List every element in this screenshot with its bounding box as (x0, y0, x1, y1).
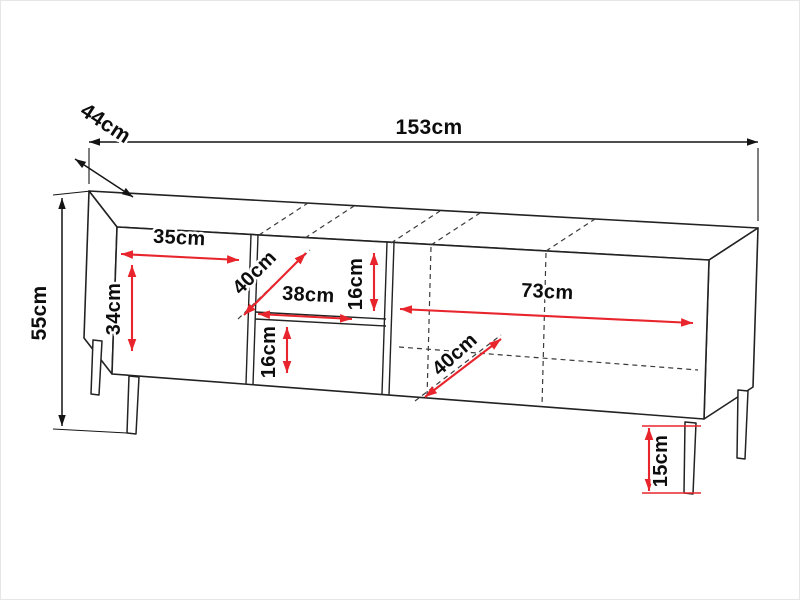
dimension-total-width: 153cm (88, 114, 759, 221)
dim-label-middle-lower-height: 16cm (258, 326, 280, 378)
dimension-middle-lower-height: 16cm (256, 323, 292, 381)
dimension-left-width: 35cm (120, 223, 240, 264)
leg-right-back (736, 389, 749, 460)
leg-right-front (683, 421, 697, 495)
dimension-middle-width: 38cm (257, 280, 353, 323)
dim-label-left-height: 34cm (103, 283, 125, 335)
dimension-middle-upper-height: 16cm (343, 253, 379, 313)
legs (90, 339, 749, 495)
dim-label-middle-upper-height: 16cm (345, 258, 367, 310)
dim-label-right-width: 73cm (521, 280, 574, 304)
dimension-leg-height: 15cm (642, 425, 701, 494)
leg-left-back (90, 339, 103, 396)
dimension-right-width: 73cm (399, 277, 694, 327)
dim-label-body-height: 55cm (28, 286, 51, 341)
front-face (111, 226, 710, 420)
dim-label-left-width: 35cm (153, 226, 206, 251)
dim-label-middle-width: 38cm (282, 283, 335, 308)
dimension-total-depth: 44cm (74, 96, 137, 198)
leg-left-front (126, 375, 140, 435)
dim-label-total-width: 153cm (396, 116, 463, 139)
dim-label-total-depth: 44cm (76, 99, 135, 148)
dimension-body-height: 55cm (26, 190, 128, 434)
dim-label-leg-height: 15cm (650, 435, 672, 487)
dimension-left-height: 34cm (101, 265, 137, 351)
